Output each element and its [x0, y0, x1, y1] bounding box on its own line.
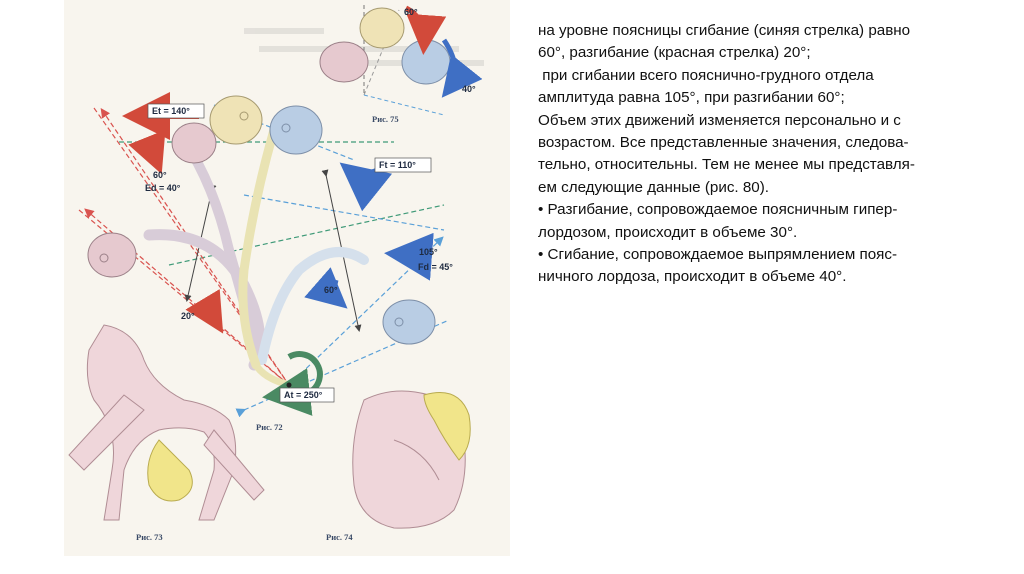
- text-line: • Сгибание, сопровождаемое выпрямлением …: [538, 244, 978, 266]
- skull-blue-icon: [402, 40, 450, 84]
- skull-yellow-icon: [360, 8, 404, 48]
- text-line: • Разгибание, сопровождаемое поясничным …: [538, 199, 978, 221]
- fig75-caption: Рис. 75: [372, 114, 399, 124]
- label-angle-60-mid: 60°: [324, 285, 338, 295]
- label-at: At = 250°: [284, 390, 323, 400]
- fig73-group: Рис. 73: [69, 325, 264, 542]
- skull-pink-icon: [320, 42, 368, 82]
- fig73-caption: Рис. 73: [136, 532, 163, 542]
- skull-pink-icon: [172, 123, 216, 163]
- skull-yellow-icon: [210, 96, 262, 144]
- text-line: ничного лордоза, происходит в объеме 40°…: [538, 266, 978, 288]
- label-angle-20: 20°: [181, 311, 195, 321]
- spine-blue-shape: [262, 252, 364, 360]
- anatomy-illustration: 60° 40° Рис. 75: [64, 0, 510, 556]
- description-text: на уровне поясницы сгибание (синяя стрел…: [538, 20, 978, 289]
- text-line: амплитуда равна 105°, при разгибании 60°…: [538, 87, 978, 109]
- fig74-group: Рис. 74: [326, 391, 470, 542]
- blue-arrow-icon: [349, 170, 379, 174]
- label-angle-60-left: 60°: [153, 170, 167, 180]
- fig75-angle-60: 60°: [404, 7, 418, 17]
- hair-shape: [148, 440, 193, 501]
- label-fd: Fd = 45°: [418, 262, 453, 272]
- text-line: возрастом. Все представленные значения, …: [538, 132, 978, 154]
- dashed-blue-line: [244, 195, 444, 230]
- text-line: тельно, относительны. Тем не менее мы пр…: [538, 154, 978, 176]
- skull-blue-icon: [270, 106, 322, 154]
- label-ft: Ft = 110°: [379, 160, 416, 170]
- red-arrow-icon: [214, 300, 219, 325]
- fig74-caption: Рис. 74: [326, 532, 353, 542]
- text-line: ем следующие данные (рис. 80).: [538, 177, 978, 199]
- pivot-point: [287, 383, 292, 388]
- fig72-caption: Рис. 72: [256, 422, 283, 432]
- text-line: на уровне поясницы сгибание (синяя стрел…: [538, 20, 978, 42]
- anatomy-figure: 60° 40° Рис. 75: [64, 0, 510, 556]
- skull-blue-icon: [383, 300, 435, 344]
- text-line: Объем этих движений изменяется персональ…: [538, 110, 978, 132]
- label-et: Et = 140°: [152, 106, 190, 116]
- skull-pink-icon: [88, 233, 136, 277]
- text-line: лордозом, происходит в объеме 30°.: [538, 222, 978, 244]
- label-ed: Ed = 40°: [145, 183, 181, 193]
- text-line: 60°, разгибание (красная стрелка) 20°;: [538, 42, 978, 64]
- fig75-angle-40: 40°: [462, 84, 476, 94]
- red-arrow-icon: [156, 138, 162, 165]
- text-line: при сгибании всего пояснично-грудного от…: [538, 65, 978, 87]
- label-angle-105: 105°: [419, 247, 438, 257]
